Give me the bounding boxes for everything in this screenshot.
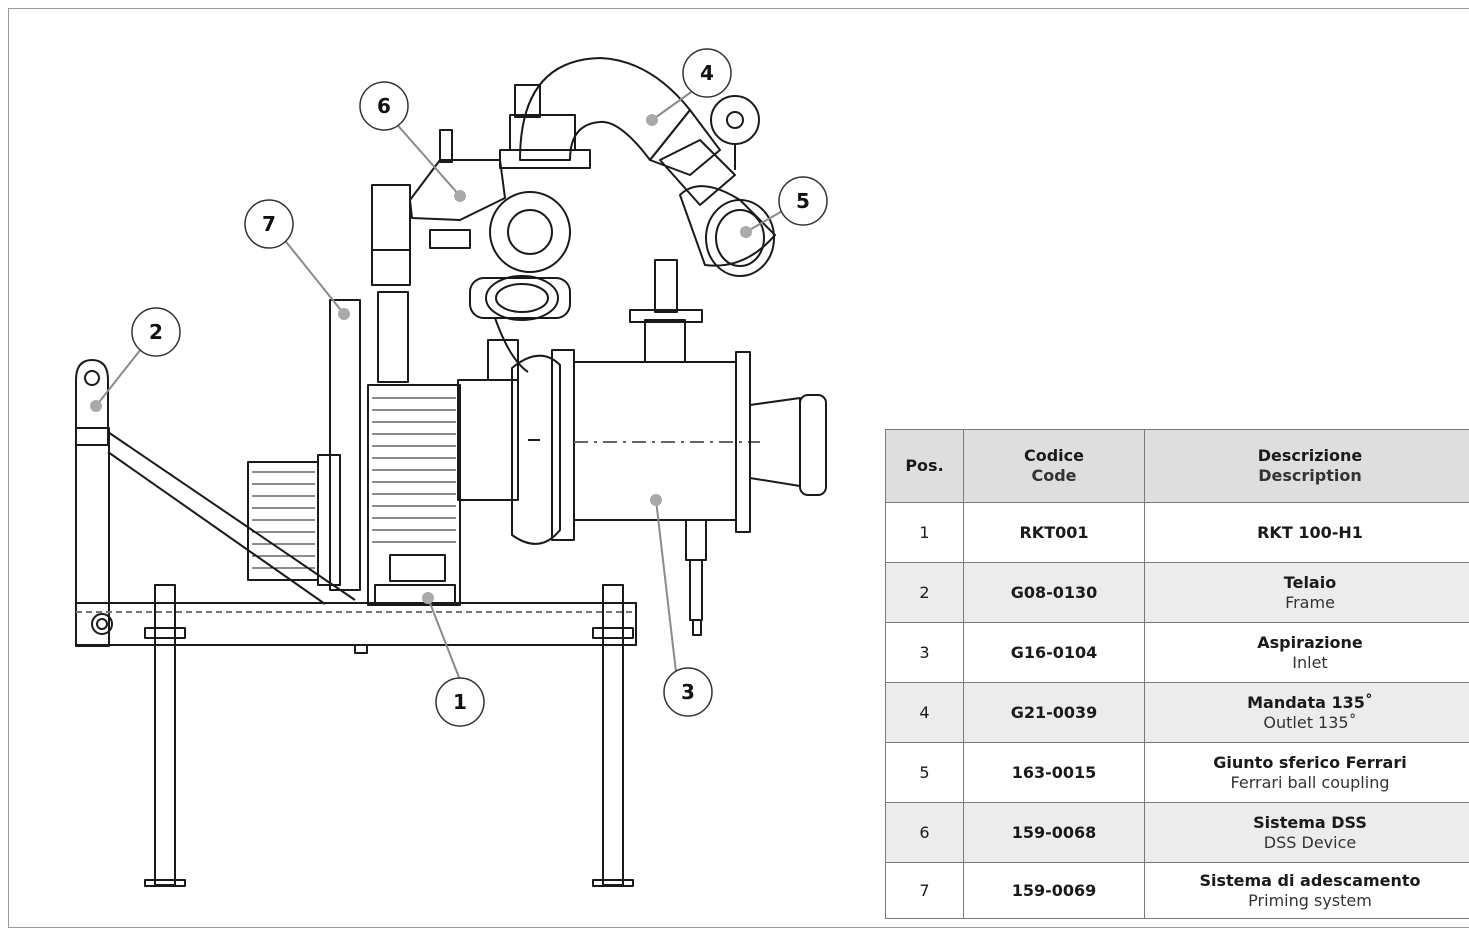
- table-header-row: Pos. Codice Code Descrizione Description: [886, 430, 1469, 503]
- callout-label-7: 7: [262, 212, 276, 236]
- row-code: G21-0039: [964, 683, 1145, 743]
- callout-label-1: 1: [453, 690, 467, 714]
- pump-body-drawing: [512, 350, 574, 544]
- header-description: Descrizione Description: [1145, 430, 1469, 503]
- anchor-dot-4: [646, 114, 658, 126]
- leader-line-7: [283, 238, 344, 314]
- inlet-pipe-drawing: [574, 310, 826, 635]
- header-code-en: Code: [968, 466, 1140, 486]
- row-code: 159-0068: [964, 803, 1145, 863]
- table-row: 1 RKT001 RKT 100-H1: [886, 503, 1469, 563]
- anchor-dot-2: [90, 400, 102, 412]
- row-code: 163-0015: [964, 743, 1145, 803]
- callout-label-3: 3: [681, 680, 695, 704]
- valve-coupling-drawing: [655, 96, 775, 312]
- header-pos: Pos.: [886, 430, 964, 503]
- row-code: RKT001: [964, 503, 1145, 563]
- pump-unit-drawing: 1 2 3 4 5 6 7: [0, 0, 880, 914]
- header-desc-en: Description: [1149, 466, 1469, 486]
- row-pos: 7: [886, 863, 964, 919]
- anchor-dot-1: [422, 592, 434, 604]
- row-pos: 1: [886, 503, 964, 563]
- leader-line-4: [652, 90, 694, 120]
- row-code: G16-0104: [964, 623, 1145, 683]
- row-pos: 6: [886, 803, 964, 863]
- anchor-dot-6: [454, 190, 466, 202]
- engine-drawing: [248, 185, 518, 605]
- outlet-pipe-drawing: [470, 58, 720, 372]
- row-pos: 3: [886, 623, 964, 683]
- header-code-it: Codice: [968, 446, 1140, 466]
- table-row: 4 G21-0039 Mandata 135˚Outlet 135˚: [886, 683, 1469, 743]
- callout-label-6: 6: [377, 94, 391, 118]
- anchor-dot-5: [740, 226, 752, 238]
- row-description: RKT 100-H1: [1145, 503, 1469, 563]
- header-desc-it: Descrizione: [1149, 446, 1469, 466]
- row-code: 159-0069: [964, 863, 1145, 919]
- leader-line-3: [656, 500, 676, 672]
- row-pos: 5: [886, 743, 964, 803]
- anchor-dot-3: [650, 494, 662, 506]
- callout-label-2: 2: [149, 320, 163, 344]
- callout-label-4: 4: [700, 61, 714, 85]
- row-pos: 4: [886, 683, 964, 743]
- row-pos: 2: [886, 563, 964, 623]
- anchor-dot-7: [338, 308, 350, 320]
- callout-label-5: 5: [796, 189, 810, 213]
- leader-line-1: [428, 598, 460, 680]
- leader-line-2: [96, 344, 145, 406]
- row-description: Mandata 135˚Outlet 135˚: [1145, 683, 1469, 743]
- row-code: G08-0130: [964, 563, 1145, 623]
- parts-table: Pos. Codice Code Descrizione Description…: [885, 429, 1469, 919]
- header-code: Codice Code: [964, 430, 1145, 503]
